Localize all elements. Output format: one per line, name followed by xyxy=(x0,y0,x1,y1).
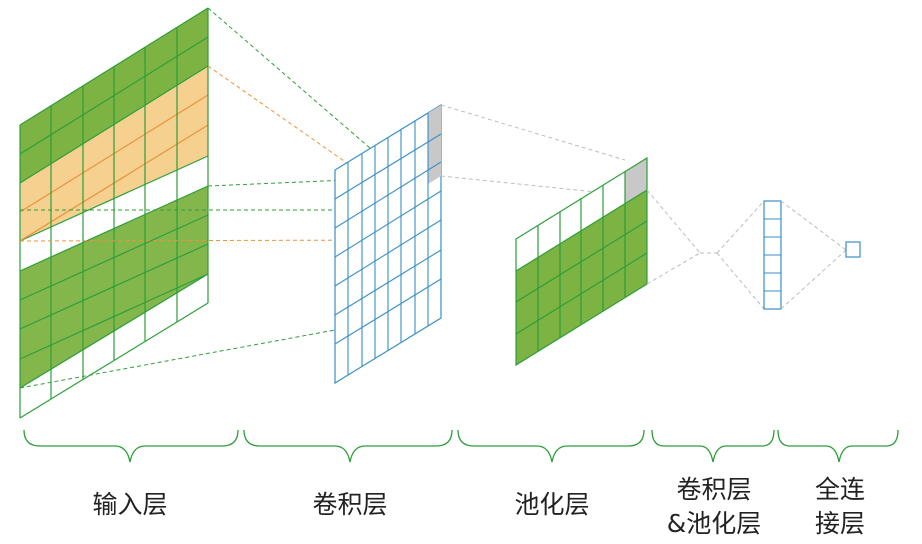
label-conv-pool-line2: &池化层 xyxy=(666,509,762,538)
fc-node xyxy=(845,241,861,258)
connectors-to-fc xyxy=(780,200,847,310)
label-pool-layer: 池化层 xyxy=(514,490,590,519)
label-fc-line2: 接层 xyxy=(814,509,865,538)
label-conv-pool-line1: 卷积层 xyxy=(676,475,752,504)
conv-pool-column xyxy=(763,200,782,310)
label-input-layer: 输入层 xyxy=(92,490,168,519)
label-fc-line1: 全连 xyxy=(814,475,865,504)
stage-braces xyxy=(23,429,899,463)
label-conv-layer: 卷积层 xyxy=(312,490,388,519)
connectors-pool-to-stage4 xyxy=(646,189,765,310)
connectors-conv-to-pool xyxy=(440,104,626,196)
input-layer-grid xyxy=(19,7,209,419)
conv-layer-grid xyxy=(334,103,442,385)
pool-layer-grid xyxy=(515,156,648,367)
